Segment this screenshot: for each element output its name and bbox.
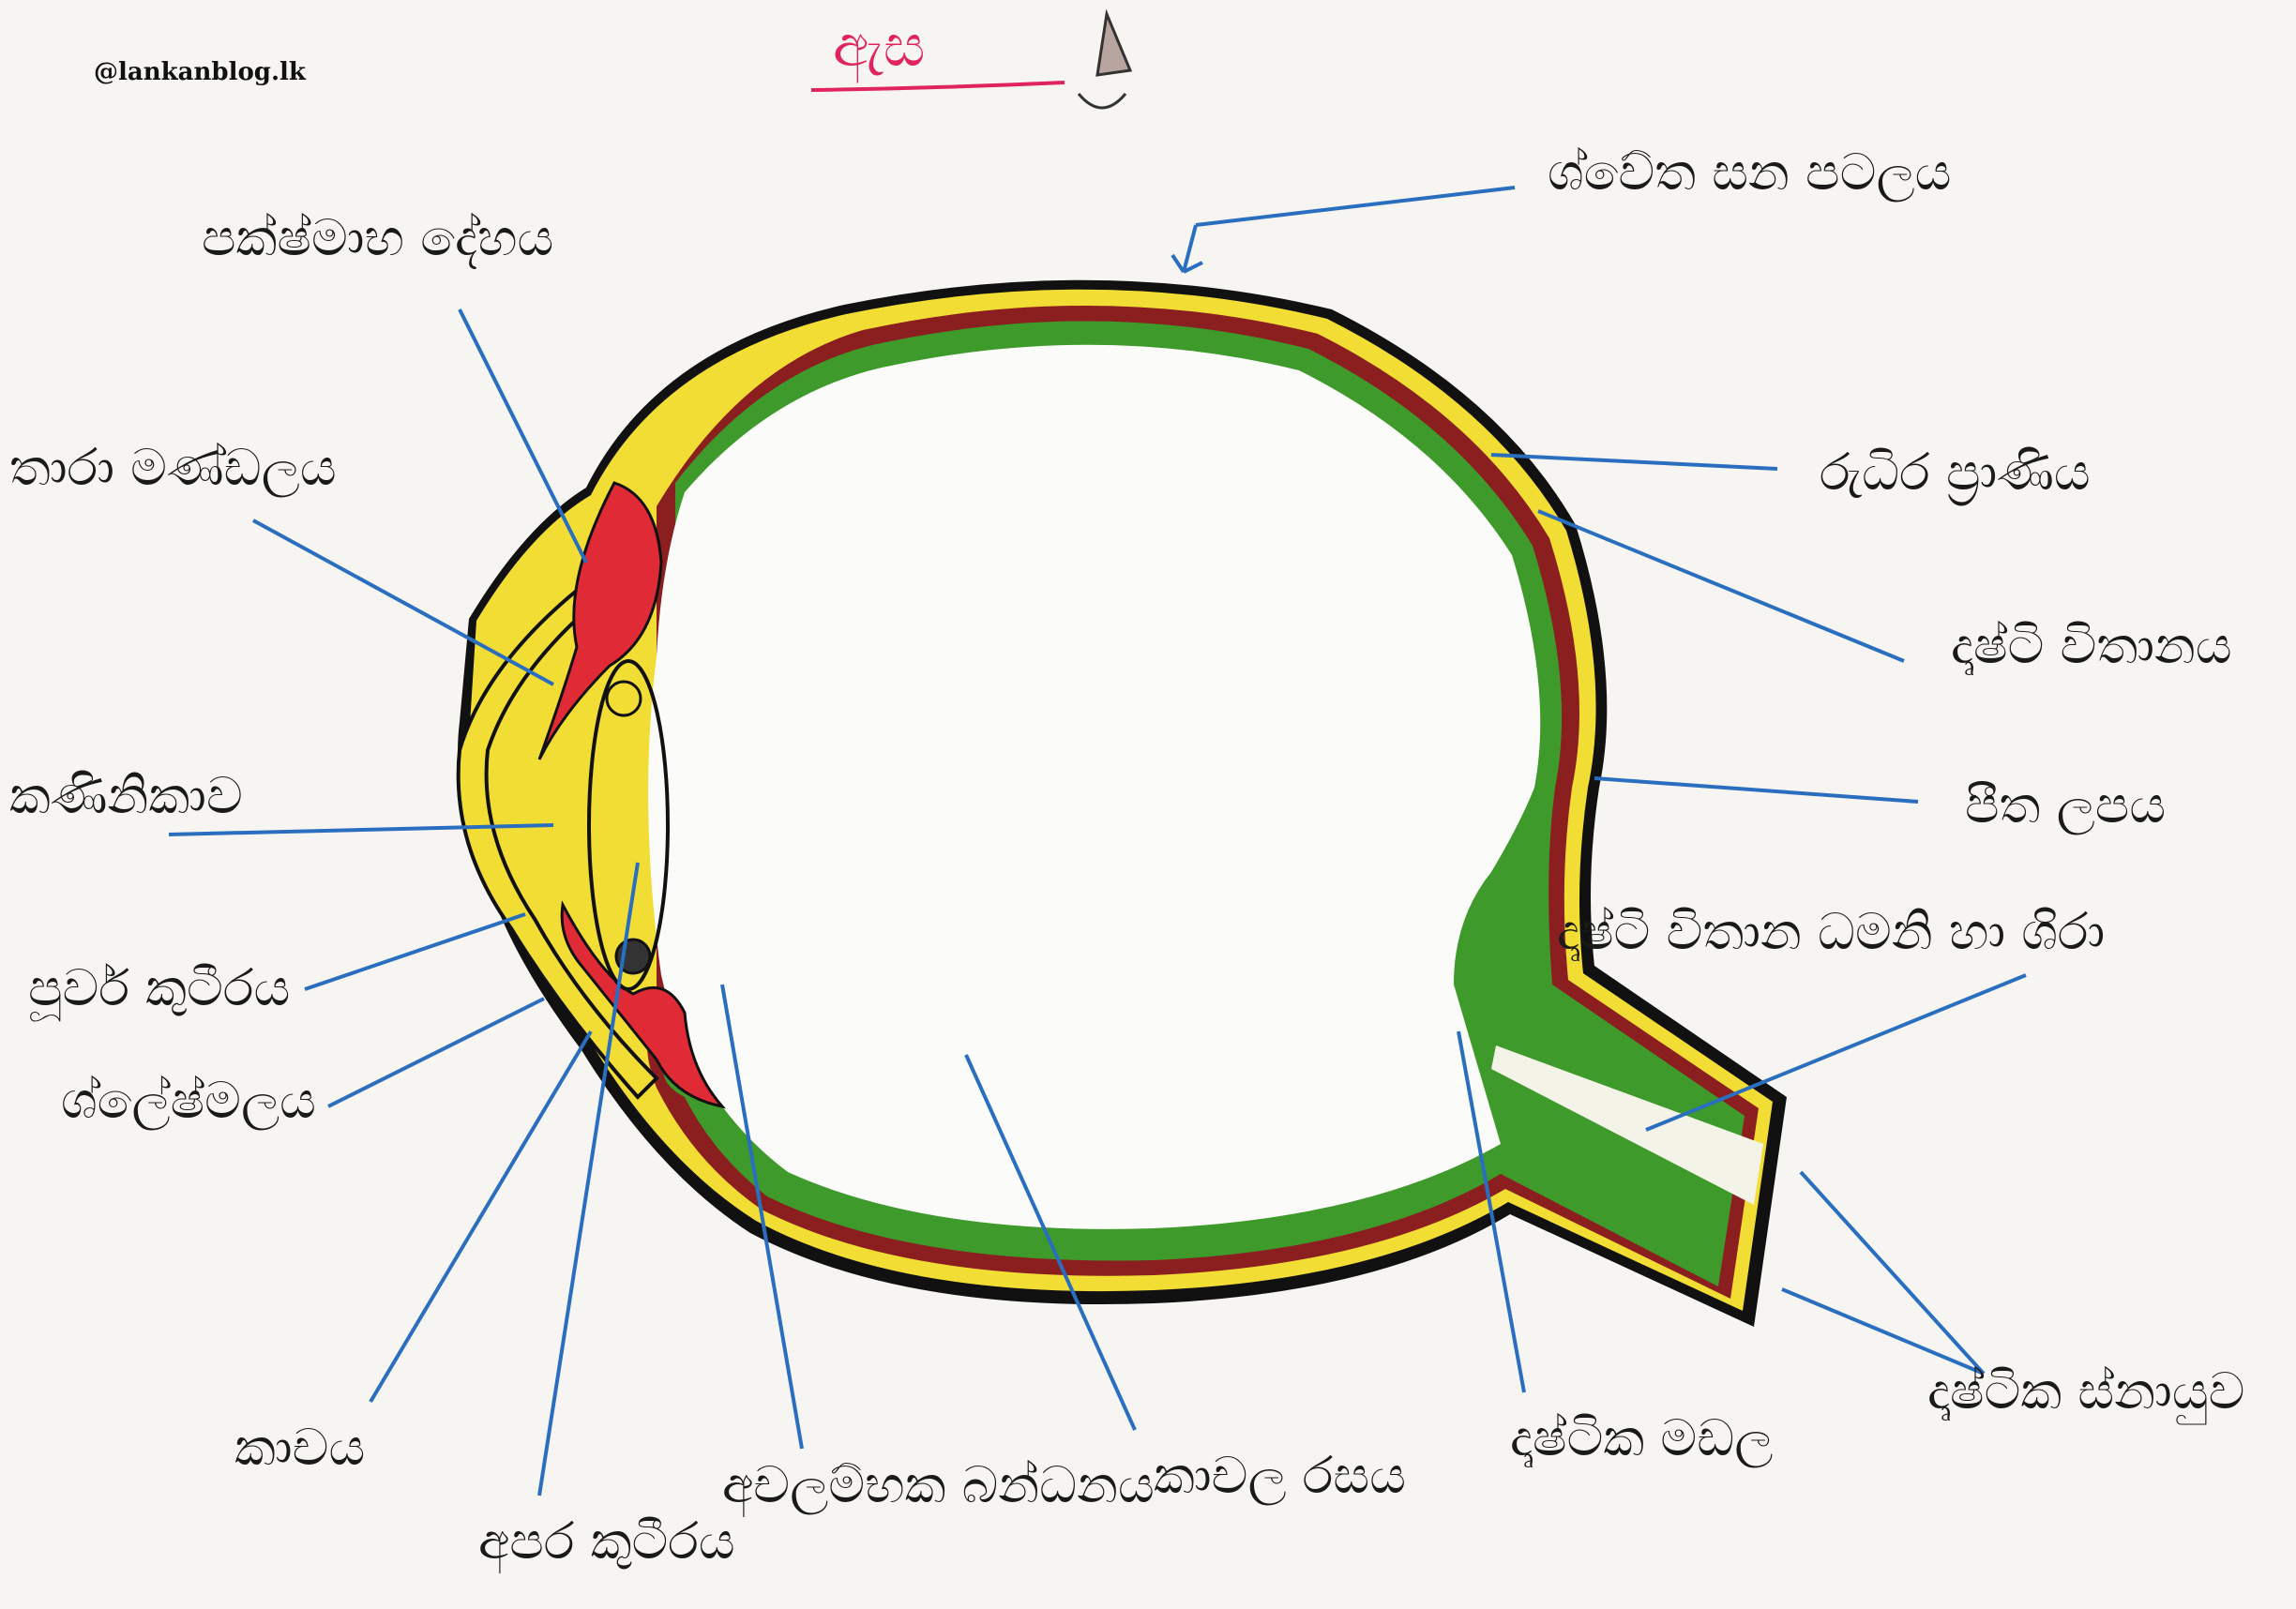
label-choroid: රුධිර ප්‍රාණිය <box>1820 443 2091 502</box>
label-optic-vessels: දෘෂ්ටි විතාන ධමනි හා ශිරා <box>1557 902 2106 961</box>
pointer-vessels <box>1645 973 2027 1132</box>
pointer-iris <box>252 519 554 686</box>
pointer-conjunctiva <box>327 997 545 1108</box>
iris-upper <box>537 481 663 760</box>
pointer-lines <box>168 186 2027 1496</box>
label-optic-nerve: දෘෂ්ටික ස්නායුව <box>1927 1361 2245 1421</box>
ciliary-knot-upper <box>605 680 642 717</box>
label-conjunctiva: ශ්ලේෂ්මලය <box>61 1071 316 1130</box>
pointer-pupil <box>168 823 554 836</box>
label-anterior-chamber: පූර්ව කුටීරය <box>28 958 291 1017</box>
pointer-cornea <box>369 1030 593 1404</box>
diagram-title: ඇස <box>833 11 926 80</box>
pointer-optic-nerve-a <box>1799 1170 1986 1376</box>
cornea-bulge <box>456 568 659 1100</box>
label-suspensory-ligament: අචලම්භක බන්ධනය <box>722 1455 1155 1514</box>
pointer-posterior <box>537 862 640 1496</box>
pen-doodle-icon <box>1077 8 1133 110</box>
pointer-choroid <box>1490 453 1778 471</box>
pointer-vitreous <box>964 1054 1137 1431</box>
pointer-sclera-arrow <box>1171 224 1203 274</box>
pointer-blind-spot <box>1457 1030 1526 1393</box>
title-underline <box>810 81 1065 92</box>
label-sclera: ශ්වේත සන පටලය <box>1548 143 1952 202</box>
label-pupil: කණිනිකාව <box>9 766 243 825</box>
lens <box>587 659 670 991</box>
vitreous-cavity <box>648 344 1541 1229</box>
pointer-suspensory <box>720 984 804 1450</box>
pointer-optic-nerve-b <box>1781 1287 1985 1376</box>
label-iris: තාරා මණ්ඩලය <box>9 438 337 497</box>
pointer-ciliary <box>458 308 588 564</box>
label-fovea: පීත ලපය <box>1965 775 2167 835</box>
label-blind-spot: දෘෂ්ටික මඩල <box>1510 1408 1774 1467</box>
label-retina: දෘෂ්ටි විතානය <box>1951 616 2232 675</box>
iris-lower <box>560 900 727 1109</box>
pointer-sclera <box>1195 186 1516 227</box>
label-ciliary-body: පක්ෂ්මාභ දේහය <box>202 208 554 267</box>
optic-nerve-bundle <box>1491 1045 1763 1205</box>
pointer-fovea <box>1594 776 1919 804</box>
pointer-retina <box>1537 509 1905 663</box>
label-vitreous-humour: කාචල රසය <box>1154 1446 1407 1505</box>
label-cornea: කාචය <box>234 1418 366 1477</box>
watermark: @lankanblog.lk <box>94 58 306 86</box>
label-posterior-chamber: අපර කුටීරය <box>478 1511 735 1571</box>
pointer-anterior <box>304 912 526 991</box>
